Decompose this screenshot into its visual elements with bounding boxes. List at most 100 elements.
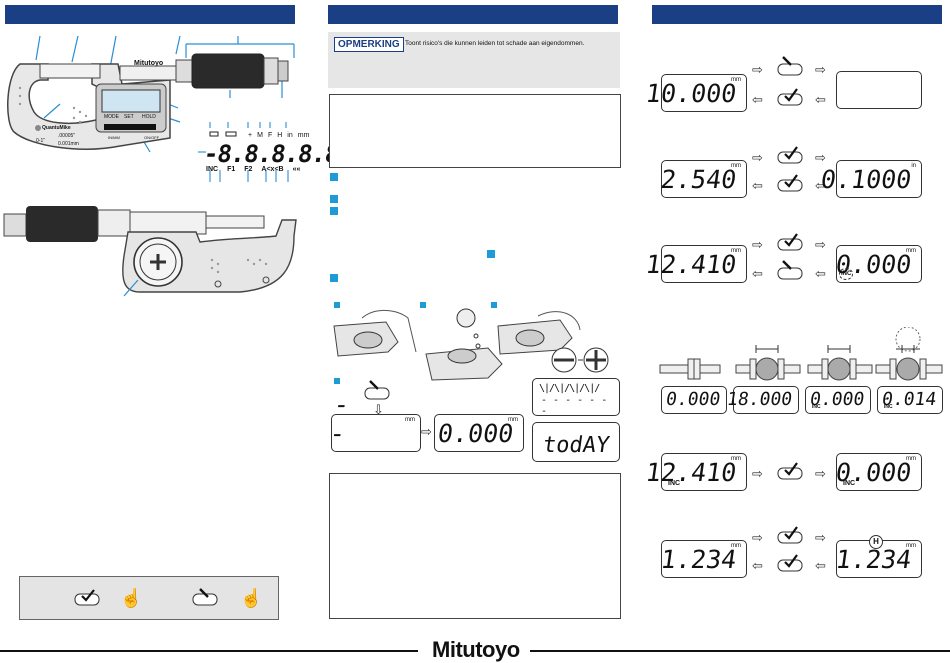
lcd-row2-right-unit: in <box>911 163 916 169</box>
lcd-battery-zero: 0.000 mm <box>434 414 524 452</box>
step-marker-3 <box>330 207 338 215</box>
lcd-row6-right: 1.234 mm H <box>833 535 922 578</box>
lcd-row4-3: 0.000 INC <box>805 386 871 414</box>
sub-step-marker-a <box>334 302 340 308</box>
lcd-row5-right: 0.000 mm INC <box>834 453 922 491</box>
header-bar-right <box>652 5 942 24</box>
lcd-segment-mid: - - - - - - - <box>541 395 608 417</box>
set-button-icon <box>364 380 390 400</box>
lcd-segment-top: \|/\|/\|/\|/ <box>539 383 600 394</box>
lcd-row4-2: 18.000 <box>725 386 799 414</box>
hand-icon: ☝ <box>120 588 143 608</box>
lcd-row6-right-value: 1.234 <box>833 545 914 574</box>
press-button-icon <box>777 88 803 106</box>
arrow-down-icon: ⇩ <box>373 402 384 417</box>
header-bar-middle <box>328 5 618 24</box>
legend-mark-f: F <box>267 132 273 139</box>
note-label: OPMERKING <box>334 37 404 52</box>
lcd-row1-left-unit: mm <box>731 77 741 83</box>
inc-flashing-badge: INC <box>839 268 854 280</box>
micrometer-resolution-in: .00005" <box>58 133 76 139</box>
lcd-battery-zero-value: 0.000 <box>435 419 516 448</box>
lcd-row4-1-value: 0.000 <box>664 389 722 410</box>
arrow-right-icon: ⇨ <box>815 237 826 252</box>
arrow-left-icon: ⇦ <box>752 92 763 107</box>
note-text: Toont risico's die kunnen leiden tot sch… <box>405 40 585 47</box>
press-button-icon <box>777 462 803 480</box>
lcd-row5-left-inc: INC <box>668 480 681 487</box>
sub-step-marker-b <box>420 302 426 308</box>
micrometer-range-label: 0-1" <box>36 138 46 144</box>
display-legend-callouts <box>198 122 289 182</box>
lcd-row5-left: 12.410 mm INC <box>644 453 747 491</box>
lcd-row2-right-value: 0.1000 <box>818 165 914 194</box>
lcd-row3-right: 0.000 mm INC <box>834 245 922 283</box>
button-action-legend <box>19 576 279 620</box>
lcd-row4-4: 0.014 - INC <box>877 386 943 414</box>
lcd-row6-right-unit: mm <box>906 543 916 549</box>
hold-flashing-badge: H <box>869 535 883 549</box>
lcd-unit-mm: mm <box>405 417 415 423</box>
legend-mark-m: M <box>257 132 263 139</box>
brand-on-micrometer: Mitutoyo <box>134 60 164 67</box>
lcd-row3-right-unit: mm <box>906 248 916 254</box>
legend-mark-arrows: «« <box>292 166 301 173</box>
legend-mark-f2: F2 <box>244 166 253 173</box>
sub-step-marker-c <box>491 302 497 308</box>
lcd-row2-left-value: 2.540 <box>658 165 739 194</box>
legend-mark-tolerance: A<x<B <box>261 166 284 173</box>
footer-brand-logo: Mitutoyo <box>432 637 520 662</box>
lcd-row1-left-value: 10.000 <box>643 79 739 108</box>
press-button-icon <box>777 233 803 251</box>
step-marker-2 <box>330 195 338 203</box>
micrometer-front-illustration <box>7 35 295 153</box>
press-button-icon <box>74 589 100 606</box>
info-box-bottom <box>329 473 621 619</box>
lcd-row2-right: 0.1000 in <box>819 160 922 198</box>
arrow-right-icon: ⇨ <box>421 424 432 439</box>
arrow-right-icon: ⇨ <box>815 62 826 77</box>
lcd-row6-left-unit: mm <box>731 543 741 549</box>
lcd-row5-right-unit: mm <box>906 456 916 462</box>
lcd-row2-left: 2.540 mm <box>658 160 747 198</box>
lcd-today-value: todAY <box>541 433 611 458</box>
lcd-unit-mm: mm <box>508 417 518 423</box>
lcd-row3-left-unit: mm <box>731 248 741 254</box>
micrometer-resolution-mm: 0.001mm <box>58 141 79 147</box>
lcd-row4-4-sign: - <box>883 391 887 405</box>
lcd-today: todAY <box>532 422 620 462</box>
lcd-row5-left-unit: mm <box>731 456 741 462</box>
legend-mark-plus: + <box>248 132 253 139</box>
arrow-right-icon: ⇨ <box>752 530 763 545</box>
set-button-label: SET <box>124 114 134 120</box>
header-bar-left <box>5 5 295 24</box>
display-legend-top-marks: + M F H in mm <box>248 132 309 139</box>
arrow-left-icon: ⇦ <box>815 266 826 281</box>
press-button-icon <box>777 526 803 544</box>
legend-mark-f1: F1 <box>227 166 236 173</box>
hold-button-icon <box>192 588 218 606</box>
hand-hold-icon: ☝ <box>240 588 263 608</box>
micrometer-model-label: QuantuMike <box>42 125 71 131</box>
lcd-battery-initial-value: - - <box>327 390 352 448</box>
press-button-icon <box>777 174 803 192</box>
lcd-row4-3-inc: INC <box>812 404 821 410</box>
lcd-segment-test: \|/\|/\|/\|/ - - - - - - - <box>532 378 620 417</box>
arrow-right-icon: ⇨ <box>752 62 763 77</box>
step-marker-4 <box>487 250 495 258</box>
lcd-row3-left: 12.410 mm <box>644 245 747 283</box>
lcd-row5-left-value: 12.410 <box>643 458 739 487</box>
arrow-right-icon: ⇨ <box>752 237 763 252</box>
mode-button-label: MODE <box>104 114 119 120</box>
reset-step-marker <box>334 378 340 384</box>
arrow-right-icon: ⇨ <box>815 466 826 481</box>
lcd-row3-left-value: 12.410 <box>643 250 739 279</box>
arrow-left-icon: ⇦ <box>815 178 826 193</box>
step-marker-5 <box>330 274 338 282</box>
lcd-row1-left: 10.000 mm <box>644 74 747 112</box>
step-marker-1 <box>330 173 338 181</box>
lcd-row4-1: 0.000 <box>661 386 727 414</box>
legend-mark-mm: mm <box>297 132 310 139</box>
measurement-illustrations <box>659 327 943 381</box>
lcd-row4-2-value: 18.000 <box>725 389 794 410</box>
